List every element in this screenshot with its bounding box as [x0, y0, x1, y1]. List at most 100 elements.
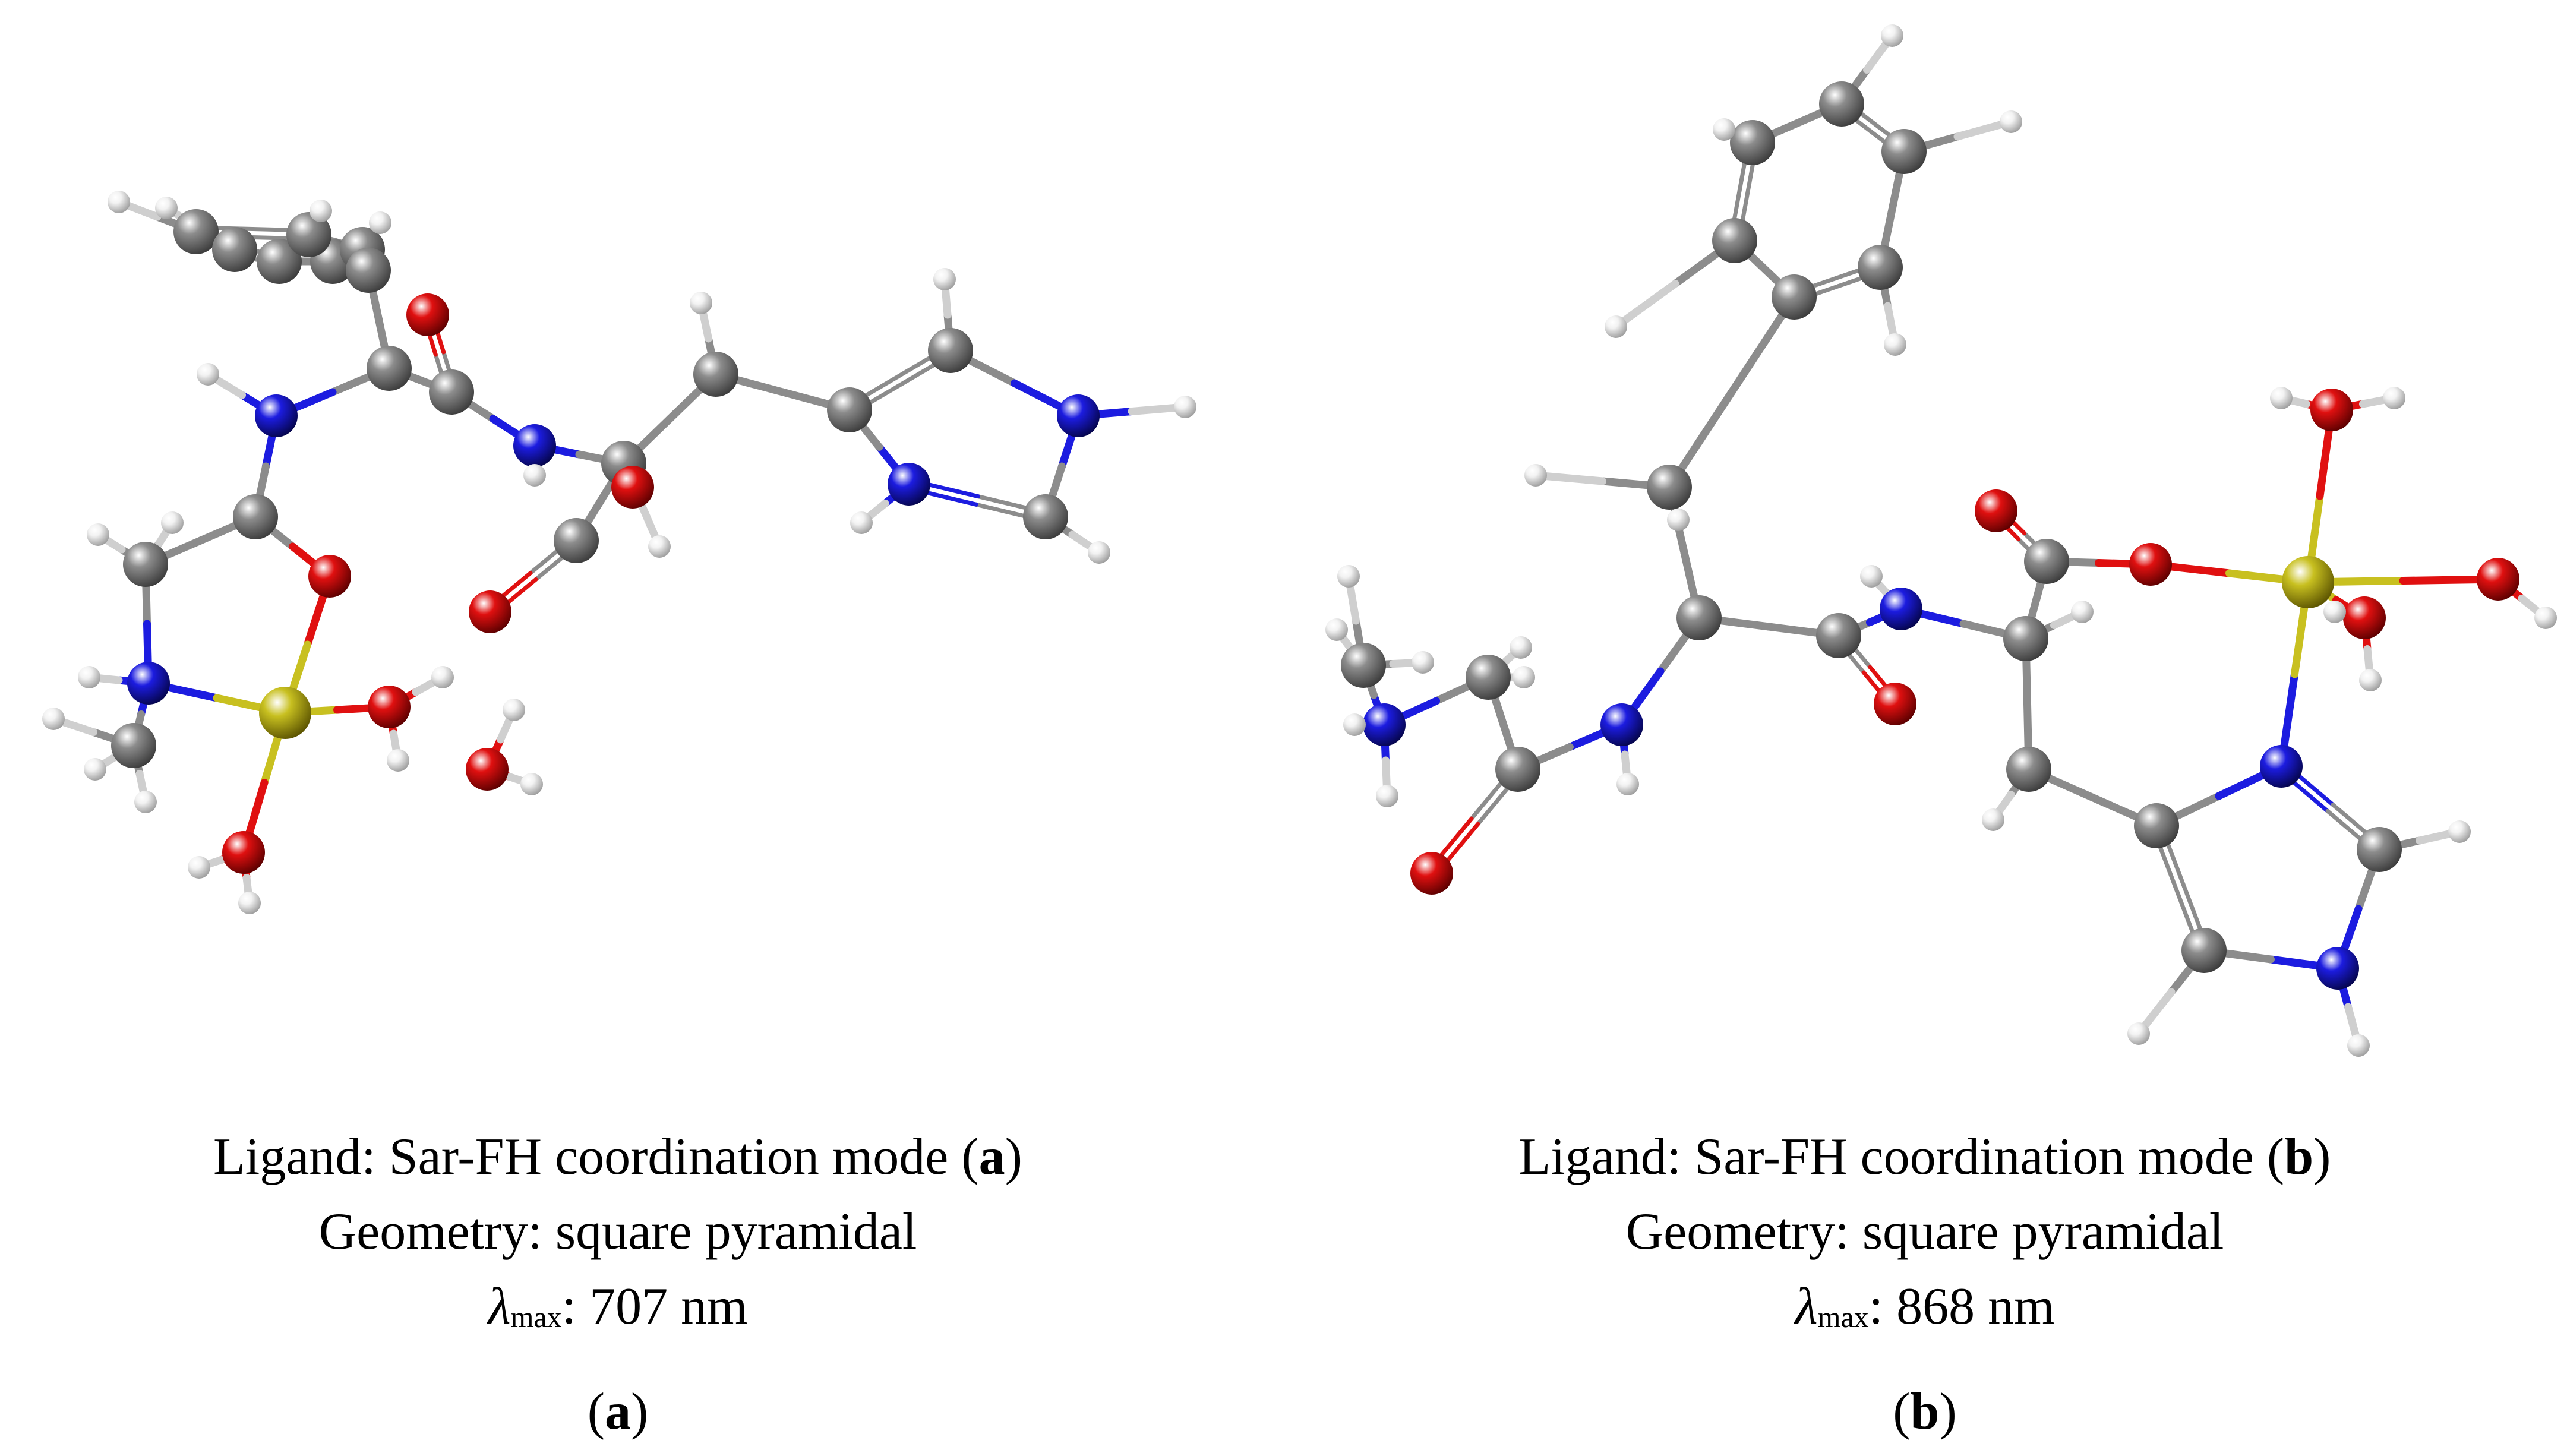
atom-h — [1713, 118, 1735, 141]
atom-h — [850, 511, 873, 534]
atom-n — [2316, 947, 2359, 990]
atom-c — [2357, 827, 2402, 872]
atom-h — [387, 749, 409, 772]
atom-c — [554, 518, 599, 563]
atom-c — [2134, 803, 2179, 848]
atom-c — [257, 239, 302, 284]
atom-c — [827, 387, 872, 432]
atom-h — [42, 708, 65, 730]
atom-c — [123, 542, 168, 587]
atom-n — [1600, 703, 1643, 746]
atom-c — [1023, 494, 1068, 539]
atom-n — [255, 394, 298, 437]
atom-h — [1616, 773, 1639, 795]
atom-h — [2323, 601, 2346, 623]
atom-o — [1874, 683, 1916, 725]
atom-c — [1341, 643, 1386, 688]
atom-h — [1881, 24, 1903, 47]
atom-c — [1495, 747, 1540, 792]
caption-b: Ligand: Sar-FH coordination mode (b) Geo… — [1283, 1120, 2566, 1449]
atom-c — [111, 723, 156, 768]
panel-b: Ligand: Sar-FH coordination mode (b) Geo… — [1283, 0, 2566, 1456]
atom-c — [233, 494, 278, 539]
atom-n — [1057, 394, 1100, 437]
atom-o — [466, 748, 509, 791]
atom-o — [2310, 389, 2353, 431]
atom-h — [1667, 509, 1690, 531]
atom-h — [1510, 636, 1532, 659]
atom-n — [127, 662, 170, 705]
atom-c — [2006, 747, 2051, 792]
molecule-structure-b — [1325, 24, 2557, 1057]
atom-h — [1174, 396, 1196, 418]
atom-h — [503, 699, 525, 721]
atom-n — [1880, 588, 1922, 630]
atom-h — [1376, 785, 1398, 807]
atom-h — [2448, 820, 2471, 843]
geometry-line-a: Geometry: square pyramidal — [318, 1203, 917, 1261]
atom-c — [1466, 655, 1511, 700]
atom-c — [212, 227, 257, 272]
atom-cu — [2282, 556, 2334, 608]
atom-h — [1325, 618, 1348, 641]
bond — [1612, 280, 1679, 331]
panel-label-b: (b) — [1893, 1383, 1957, 1441]
atom-o — [1975, 489, 2017, 532]
atom-h — [1884, 333, 1906, 356]
atom-c — [1712, 218, 1757, 263]
atom-c — [346, 248, 391, 293]
atom-h — [2071, 601, 2094, 623]
ligand-line-b: Ligand: Sar-FH coordination mode (b) — [1518, 1128, 2331, 1186]
atom-h — [523, 464, 546, 487]
atom-h — [1343, 713, 1366, 736]
atom-n — [2260, 745, 2303, 788]
atom-h — [2000, 110, 2022, 133]
atom-o — [469, 590, 511, 633]
atom-c — [1676, 595, 1722, 640]
atom-h — [1860, 565, 1883, 588]
atom-h — [690, 292, 712, 314]
atom-h — [1605, 315, 1627, 338]
atom-o — [406, 293, 449, 336]
atom-h — [197, 363, 219, 386]
atom-o — [368, 686, 411, 728]
panel-label-a: (a) — [587, 1383, 649, 1441]
atom-cu — [259, 687, 311, 739]
lambda-line-a: λmax: 707 nm — [488, 1278, 748, 1335]
atom-o — [308, 555, 351, 598]
atom-h — [1982, 808, 2004, 831]
atom-c — [1819, 81, 1864, 127]
atom-h — [134, 791, 157, 813]
molecule-structure-a — [42, 191, 1196, 914]
atom-o — [2343, 596, 2386, 639]
atom-c — [367, 346, 412, 391]
atom-c — [1858, 245, 1903, 290]
atom-h — [2270, 387, 2293, 409]
atom-h — [84, 758, 106, 781]
atom-h — [1524, 464, 1547, 487]
atom-h — [1412, 651, 1434, 674]
atom-h — [520, 773, 543, 795]
atom-o — [2129, 543, 2172, 586]
atom-c — [1772, 274, 1817, 320]
atom-h — [310, 200, 332, 222]
atom-h — [1513, 666, 1535, 688]
atom-h — [933, 268, 956, 290]
atom-h — [2383, 387, 2405, 409]
ligand-line-a: Ligand: Sar-FH coordination mode (a) — [213, 1128, 1022, 1186]
atom-h — [1337, 565, 1360, 588]
atom-c — [928, 328, 973, 373]
atom-c — [2003, 616, 2048, 661]
atom-c — [693, 352, 738, 397]
caption-a: Ligand: Sar-FH coordination mode (a) Geo… — [0, 1120, 1236, 1449]
atom-h — [1088, 541, 1110, 564]
atom-h — [87, 523, 109, 546]
atom-h — [238, 892, 261, 914]
atom-c — [1647, 465, 1692, 510]
atom-h — [78, 666, 100, 688]
atom-h — [108, 191, 130, 213]
atom-h — [2359, 669, 2382, 691]
atom-o — [222, 831, 265, 874]
lambda-line-b: λmax: 868 nm — [1795, 1278, 2055, 1335]
atom-h — [188, 856, 210, 879]
